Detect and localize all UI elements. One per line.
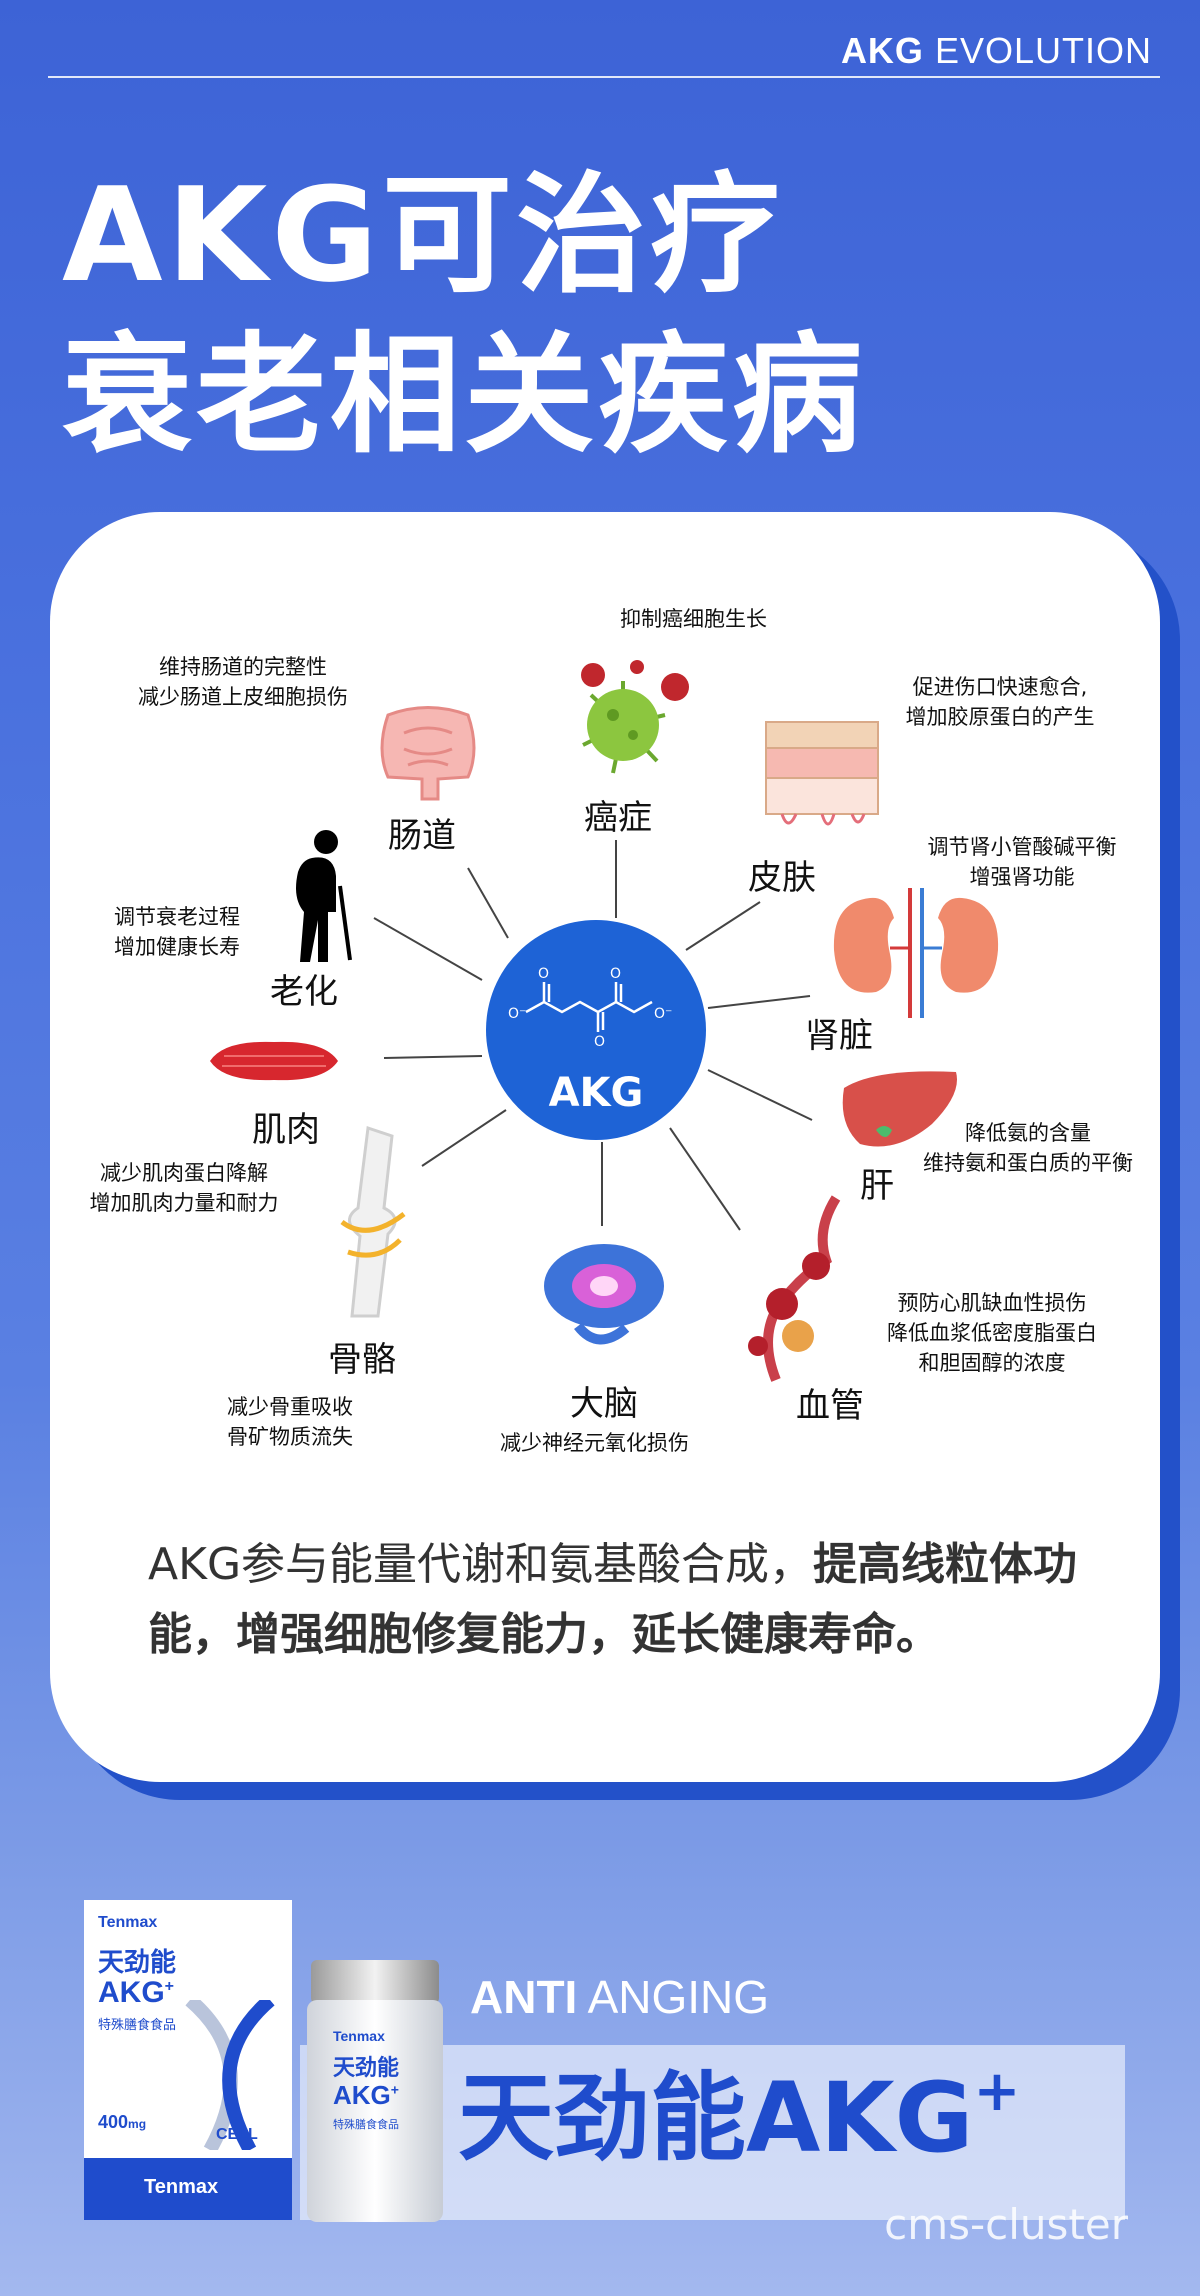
kidney-desc: 调节肾小管酸碱平衡增强肾功能 xyxy=(927,835,1117,889)
vessel-label: 血管 xyxy=(796,1386,864,1426)
bottle-name-cn: 天劲能 xyxy=(333,2056,400,2081)
brain-label: 大脑 xyxy=(570,1384,638,1424)
virus-icon xyxy=(581,660,689,774)
aging-label: 老化 xyxy=(270,972,338,1012)
bone-desc: 减少骨重吸收骨矿物质流失 xyxy=(227,1395,353,1449)
muscle-desc: 减少肌肉蛋白降解增加肌肉力量和耐力 xyxy=(89,1161,279,1215)
intestine-desc: 维持肠道的完整性减少肠道上皮细胞损伤 xyxy=(138,655,348,709)
muscle-icon xyxy=(210,1041,338,1081)
svg-text:O⁻: O⁻ xyxy=(654,1006,672,1022)
bottle-body xyxy=(307,2000,443,2222)
akg-center-circle: O O O O⁻ O⁻ AKG xyxy=(486,920,706,1140)
skin-label: 皮肤 xyxy=(748,858,816,898)
summary-text: AKG参与能量代谢和氨基酸合成，提高线粒体功能，增强细胞修复能力，延长健康寿命。 xyxy=(148,1539,1078,1660)
top-divider xyxy=(48,76,1160,78)
kidney-label: 肾脏 xyxy=(805,1016,873,1056)
svg-text:O⁻: O⁻ xyxy=(508,1006,526,1022)
dna-helix-icon xyxy=(185,2000,275,2150)
intestine-label: 肠道 xyxy=(388,816,456,856)
box-name-en: AKG+ xyxy=(98,1976,175,2009)
watermark: cms-cluster xyxy=(884,2200,1128,2249)
skin-layers-icon xyxy=(765,721,879,826)
svg-text:O: O xyxy=(594,1034,605,1050)
cancer-label: 癌症 xyxy=(584,798,652,838)
brain-desc: 减少神经元氧化损伤 xyxy=(500,1431,689,1455)
svg-text:O: O xyxy=(610,966,621,982)
cancer-desc: 抑制癌细胞生长 xyxy=(620,607,767,631)
skin-desc: 促进伤口快速愈合,增加胶原蛋白的产生 xyxy=(905,675,1095,729)
bottle-brand: Tenmax xyxy=(333,2028,385,2044)
aging-desc: 调节衰老过程增加健康长寿 xyxy=(114,905,240,959)
svg-text:O: O xyxy=(538,966,549,982)
box-category: 特殊膳食食品 xyxy=(98,2018,177,2033)
elderly-person-icon xyxy=(296,830,352,962)
brand-top: AKG EVOLUTION xyxy=(840,30,1152,71)
muscle-label: 肌肉 xyxy=(252,1110,320,1150)
product-name: 天劲能AKG+ xyxy=(458,2059,1021,2174)
liver-desc: 降低氨的含量维持氨和蛋白质的平衡 xyxy=(923,1121,1133,1175)
intestine-icon xyxy=(380,706,476,801)
product-bottle: Tenmax 天劲能 AKG+ 特殊膳食食品 xyxy=(307,1960,443,2222)
box-dose: 400mg xyxy=(98,2112,147,2132)
molecule-icon: O O O O⁻ O⁻ xyxy=(508,966,672,1050)
anti-aging-heading: ANTI ANGING xyxy=(470,1971,770,2023)
box-cell: CELL xyxy=(216,2126,258,2143)
blood-vessel-icon xyxy=(748,1195,841,1382)
bottle-category: 特殊膳食食品 xyxy=(333,2118,399,2131)
akg-center-label: AKG xyxy=(548,1070,644,1116)
product-box: Tenmax 天劲能 AKG+ 特殊膳食食品 400mg CELL Tenmax xyxy=(84,1900,292,2220)
bottle-name-en: AKG+ xyxy=(333,2080,399,2110)
knee-joint-icon xyxy=(340,1125,406,1318)
box-footer: Tenmax xyxy=(84,2158,292,2220)
kidney-icon xyxy=(833,888,999,1018)
box-footer-brand: Tenmax xyxy=(144,2176,219,2198)
box-name-cn: 天劲能 xyxy=(98,1948,177,1978)
brain-icon xyxy=(544,1244,664,1345)
title-line-1: AKG可治疗 xyxy=(62,159,785,311)
box-brand: Tenmax xyxy=(98,1914,158,1931)
title-line-2: 衰老相关疾病 xyxy=(62,319,867,471)
liver-label: 肝 xyxy=(860,1166,894,1206)
vessel-desc: 预防心肌缺血性损伤降低血浆低密度脂蛋白和胆固醇的浓度 xyxy=(887,1291,1097,1375)
bone-label: 骨骼 xyxy=(328,1340,396,1380)
bottle-cap xyxy=(311,1960,439,2004)
liver-icon xyxy=(842,1071,957,1147)
